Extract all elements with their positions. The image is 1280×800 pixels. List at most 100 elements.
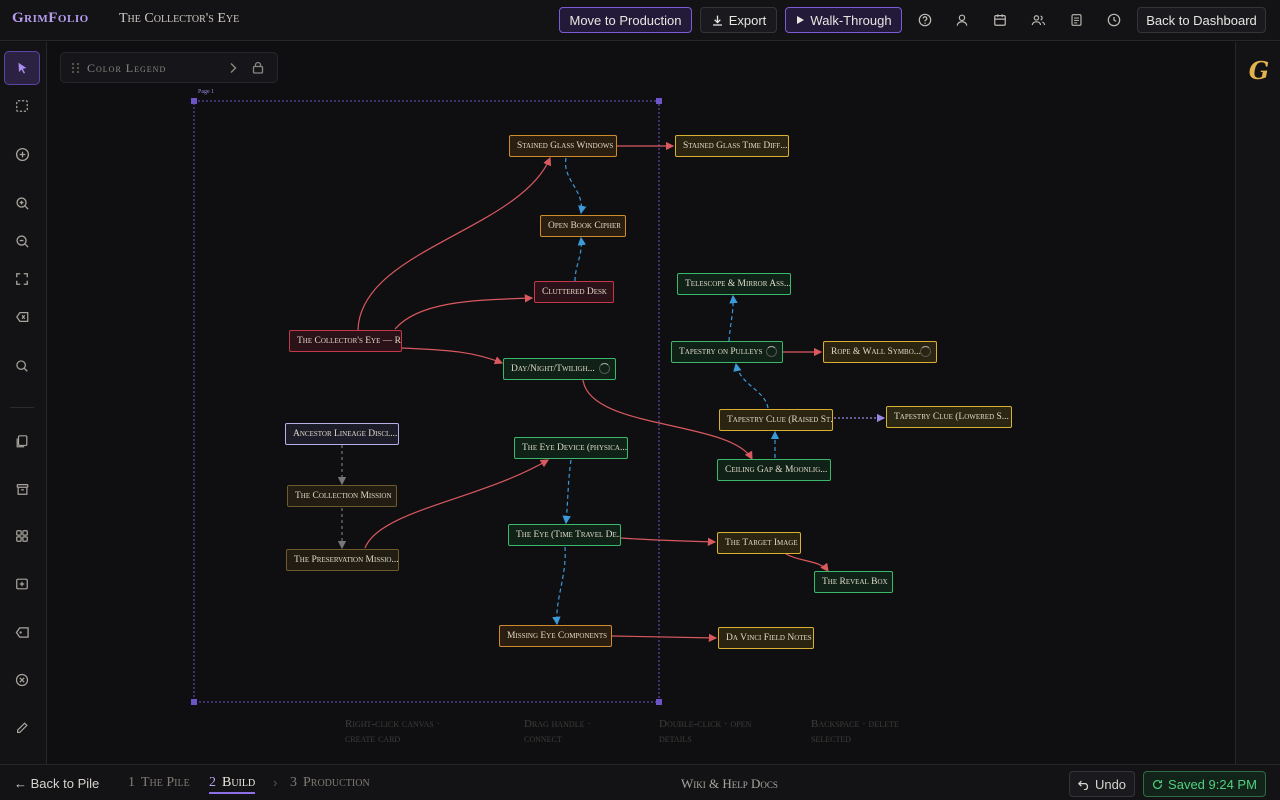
card-title: Day/Night/Twiligh... bbox=[511, 364, 595, 374]
story-card[interactable]: Cluttered Desk bbox=[534, 281, 614, 303]
user-icon[interactable] bbox=[953, 11, 971, 29]
story-card[interactable]: Stained Glass Time Diff... bbox=[675, 135, 789, 157]
card-title: The Eye (Time Travel De... bbox=[516, 530, 621, 540]
pointer-tool[interactable] bbox=[4, 51, 40, 85]
story-card[interactable]: The Eye (Time Travel De... bbox=[508, 524, 621, 546]
card-title: Ancestor Lineage Discl... bbox=[293, 429, 398, 439]
package-tool[interactable] bbox=[4, 472, 40, 506]
lock-icon[interactable] bbox=[252, 61, 264, 74]
calendar-icon[interactable] bbox=[991, 11, 1009, 29]
story-card[interactable]: Da Vinci Field Notes bbox=[718, 627, 814, 649]
card-title: The Collection Mission bbox=[295, 491, 392, 501]
grid-icon bbox=[16, 530, 28, 542]
card-title: Open Book Cipher bbox=[548, 221, 621, 231]
zoom-in-tool[interactable] bbox=[4, 186, 40, 220]
page-label: Page 1 bbox=[198, 89, 215, 95]
play-icon bbox=[797, 16, 805, 24]
canvas-hint: Drag handle ·connect bbox=[524, 718, 591, 745]
card-title: Tapestry on Pulleys bbox=[679, 347, 763, 357]
undo-label: Undo bbox=[1094, 776, 1127, 792]
move-to-production-button[interactable]: Move to Production bbox=[559, 7, 692, 33]
card-title: Da Vinci Field Notes bbox=[726, 633, 812, 643]
tag-tool[interactable] bbox=[4, 615, 40, 649]
grid-tool[interactable] bbox=[4, 519, 40, 553]
card-title: Stained Glass Time Diff... bbox=[683, 141, 788, 151]
add-circle-icon bbox=[15, 147, 29, 161]
download-icon bbox=[712, 15, 722, 26]
canvas-hint: Right-click canvas ·create card bbox=[345, 718, 441, 745]
marquee-select-tool[interactable] bbox=[4, 89, 40, 123]
export-button[interactable]: Export bbox=[700, 7, 777, 33]
package-icon bbox=[16, 484, 28, 495]
card-title: The Collector's Eye — R... bbox=[297, 336, 402, 346]
story-card[interactable]: Open Book Cipher bbox=[540, 215, 626, 237]
loading-spinner-icon bbox=[599, 363, 610, 374]
story-card[interactable]: Missing Eye Components bbox=[499, 625, 612, 647]
walk-through-label: Walk-Through bbox=[810, 12, 892, 28]
fit-screen-icon bbox=[16, 273, 28, 285]
story-card[interactable]: Day/Night/Twiligh... bbox=[503, 358, 616, 380]
card-title: The Eye Device (physica... bbox=[522, 443, 628, 453]
grimfolio-emblem-icon[interactable]: G bbox=[1248, 56, 1270, 85]
story-canvas[interactable] bbox=[48, 42, 1235, 764]
move-to-production-label: Move to Production bbox=[569, 12, 682, 28]
undo-button[interactable]: Undo bbox=[1069, 771, 1135, 797]
cancel-tool[interactable] bbox=[4, 663, 40, 697]
story-card[interactable]: Rope & Wall Symbo... bbox=[823, 341, 937, 363]
pages-icon bbox=[16, 434, 28, 447]
card-title: Tapestry Clue (Raised St... bbox=[727, 415, 833, 425]
story-card[interactable]: The Collection Mission bbox=[287, 485, 397, 507]
zoom-in-icon bbox=[15, 196, 29, 210]
card-title: Stained Glass Windows bbox=[517, 141, 614, 151]
back-to-dashboard-button[interactable]: Back to Dashboard bbox=[1137, 7, 1266, 33]
card-title: Rope & Wall Symbo... bbox=[831, 347, 921, 357]
card-title: Tapestry Clue (Lowered S... bbox=[894, 412, 1009, 422]
story-card[interactable]: The Preservation Missio... bbox=[286, 549, 399, 571]
chevron-right-icon[interactable] bbox=[229, 62, 238, 74]
card-title: Missing Eye Components bbox=[507, 631, 608, 641]
story-card[interactable]: Ceiling Gap & Moonlig... bbox=[717, 459, 831, 481]
cancel-icon bbox=[15, 673, 29, 687]
story-card[interactable]: The Collector's Eye — R... bbox=[289, 330, 402, 352]
project-title: The Collector's Eye bbox=[119, 11, 240, 26]
fit-screen-tool[interactable] bbox=[4, 262, 40, 296]
add-frame-tool[interactable] bbox=[4, 567, 40, 601]
pencil-tool[interactable] bbox=[4, 711, 40, 745]
brand-logo[interactable]: GrimFolio bbox=[12, 10, 89, 26]
eraser-icon bbox=[15, 312, 28, 322]
users-icon[interactable] bbox=[1029, 11, 1047, 29]
toolbar-divider bbox=[10, 407, 34, 408]
card-title: The Reveal Box bbox=[822, 577, 888, 587]
card-title: Ceiling Gap & Moonlig... bbox=[725, 465, 828, 475]
wiki-help-link[interactable]: Wiki & Help Docs bbox=[681, 776, 778, 791]
zoom-out-tool[interactable] bbox=[4, 224, 40, 258]
story-card[interactable]: Tapestry Clue (Raised St... bbox=[719, 409, 833, 431]
story-card[interactable]: Stained Glass Windows bbox=[509, 135, 617, 157]
story-card[interactable]: The Eye Device (physica... bbox=[514, 437, 628, 459]
story-card[interactable]: The Target Image bbox=[717, 532, 801, 554]
back-to-pile-link[interactable]: ← Back to Pile bbox=[14, 776, 100, 791]
story-card[interactable]: Tapestry Clue (Lowered S... bbox=[886, 406, 1012, 428]
help-icon[interactable] bbox=[916, 11, 934, 29]
clock-icon[interactable] bbox=[1105, 11, 1123, 29]
zoom-out-icon bbox=[15, 234, 29, 248]
back-to-pile-label: Back to Pile bbox=[30, 776, 100, 791]
document-icon[interactable] bbox=[1067, 11, 1085, 29]
story-card[interactable]: Telescope & Mirror Ass... bbox=[677, 273, 791, 295]
story-card[interactable]: The Reveal Box bbox=[814, 571, 893, 593]
story-card[interactable]: Ancestor Lineage Discl... bbox=[285, 423, 399, 445]
undo-icon bbox=[1077, 780, 1089, 790]
search-tool[interactable] bbox=[4, 349, 40, 383]
eraser-tool[interactable] bbox=[4, 300, 40, 334]
color-legend-panel[interactable]: Color Legend bbox=[60, 52, 278, 83]
pages-tool[interactable] bbox=[4, 424, 40, 458]
marquee-select-icon bbox=[16, 100, 28, 112]
drag-handle-icon[interactable] bbox=[71, 62, 80, 74]
add-card-tool[interactable] bbox=[4, 137, 40, 171]
walk-through-button[interactable]: Walk-Through bbox=[785, 7, 902, 33]
story-card[interactable]: Tapestry on Pulleys bbox=[671, 341, 783, 363]
